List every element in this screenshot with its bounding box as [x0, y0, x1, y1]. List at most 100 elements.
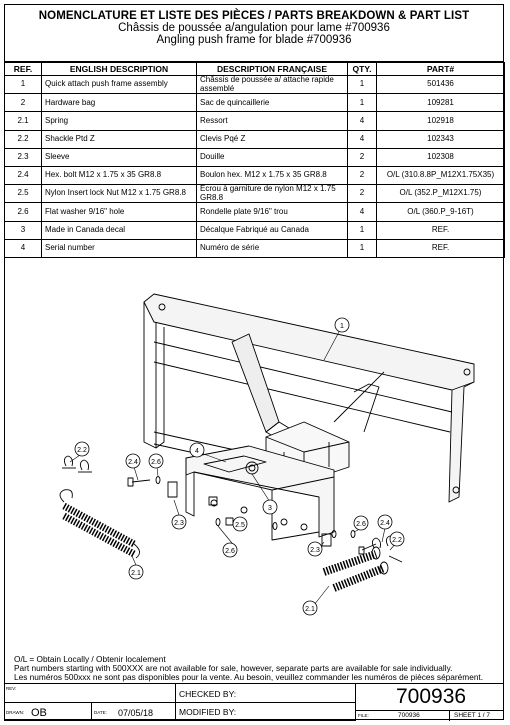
callout: 2.1: [302, 600, 318, 616]
row-qty: 4: [347, 129, 377, 149]
row-part: 102308: [376, 147, 505, 167]
drawn-value: OB: [31, 707, 47, 719]
row-qty: 1: [347, 238, 377, 258]
callout: 2.2: [74, 441, 90, 457]
row-qty: 2: [347, 147, 377, 167]
page-frame: [4, 4, 504, 720]
date-cell: DATE: 07/05/18: [92, 703, 176, 721]
table-row: 4 Serial number Numéro de série 1 REF.: [4, 238, 505, 258]
note-english: Part numbers starting with 500XXX are no…: [14, 662, 453, 673]
title-main: NOMENCLATURE ET LISTE DES PIÈCES / PARTS…: [38, 10, 470, 22]
row-english: Quick attach push frame assembly: [41, 74, 197, 95]
svg-text:2.2: 2.2: [77, 447, 87, 454]
svg-text:2.1: 2.1: [131, 570, 141, 577]
row-ref: 2.6: [4, 202, 42, 222]
parts-table: REF. ENGLISH DESCRIPTION DESCRIPTION FRA…: [4, 62, 505, 258]
row-english: Serial number: [41, 238, 197, 258]
row-qty: 2: [347, 184, 377, 204]
title-french: Châssis de poussée a/angulation pour lam…: [118, 22, 390, 34]
checked-label: CHECKED BY:: [179, 689, 237, 699]
row-ref: 1: [4, 74, 42, 95]
svg-text:1: 1: [340, 323, 344, 330]
rev-cell: REV:: [4, 684, 176, 703]
spring-right: [322, 546, 389, 592]
table-row: 2.1 Spring Ressort 4 102918: [4, 111, 505, 131]
callout: 2.6: [222, 542, 238, 558]
table-row: 2 Hardware bag Sac de quincaillerie 1 10…: [4, 93, 505, 113]
row-ref: 2: [4, 93, 42, 113]
row-qty: 4: [347, 111, 377, 131]
svg-text:2.5: 2.5: [235, 522, 245, 529]
drawing-number: 700936: [396, 685, 467, 708]
title-block: NOMENCLATURE ET LISTE DES PIÈCES / PARTS…: [4, 4, 504, 62]
drawn-label: DRAWN:: [6, 710, 25, 715]
modified-cell: MODIFIED BY:: [176, 703, 356, 721]
row-english: Made in Canada decal: [41, 220, 197, 240]
callout: 2.1: [128, 564, 144, 580]
callout: 2.5: [232, 516, 248, 532]
row-part: O/L (310.8.8P_M12X1.75X35): [376, 165, 505, 186]
title-footer: REV: DRAWN: OB DATE: 07/05/18 CHECKED BY…: [4, 683, 504, 721]
row-qty: 4: [347, 202, 377, 222]
svg-text:2.3: 2.3: [310, 547, 320, 554]
date-label: DATE:: [94, 710, 107, 715]
row-part: 501436: [376, 74, 505, 95]
callout: 2.4: [125, 453, 141, 469]
svg-text:2.4: 2.4: [128, 459, 138, 466]
row-english: Hex. bolt M12 x 1.75 x 35 GR8.8: [41, 165, 197, 186]
title-english: Angling push frame for blade #700936: [156, 34, 352, 46]
row-qty: 2: [347, 165, 377, 186]
callout: 2.6: [353, 515, 369, 531]
row-french: Clevis Pqé Z: [196, 129, 348, 149]
row-french: Sac de quincaillerie: [196, 93, 348, 113]
callouts: 1 4 2.2 2.4 2.6 3 2.3 2.5 2.6 2.6 2.4 2.…: [74, 317, 405, 616]
row-qty: 1: [347, 93, 377, 113]
checked-cell: CHECKED BY:: [176, 684, 356, 703]
callout: 2.2: [389, 531, 405, 547]
note-obtain-locally: O/L = Obtain Locally / Obtenir localemen…: [14, 654, 166, 664]
exploded-view-diagram: 1 4 2.2 2.4 2.6 3 2.3 2.5 2.6 2.6 2.4 2.…: [59, 293, 475, 616]
callout: 2.3: [307, 541, 323, 557]
row-ref: 2.5: [4, 184, 42, 204]
note-french: Les numéros 500xxx ne sont pas disponibl…: [14, 671, 484, 682]
callout: 2.3: [171, 514, 187, 530]
row-part: O/L (352.P_M12X1.75): [376, 184, 505, 204]
row-part: 102918: [376, 111, 505, 131]
row-part: 109281: [376, 93, 505, 113]
row-french: Boulon hex. M12 x 1.75 x 35 GR8.8: [196, 165, 348, 186]
sheet-number: SHEET 1 / 7: [454, 712, 491, 719]
callout: 2.4: [377, 514, 393, 530]
row-part: O/L (360.P_9-16T): [376, 202, 505, 222]
svg-text:3: 3: [268, 505, 272, 512]
mounting-bracket: [185, 445, 335, 541]
table-row: 3 Made in Canada decal Décalque Fabriqué…: [4, 220, 505, 240]
header-part: PART#: [376, 62, 505, 76]
callout: 3: [262, 499, 278, 515]
table-row: 2.3 Sleeve Douille 2 102308: [4, 147, 505, 167]
row-english: Hardware bag: [41, 93, 197, 113]
row-french: Décalque Fabriqué au Canada: [196, 220, 348, 240]
callout: 1: [334, 317, 350, 333]
header-french: DESCRIPTION FRANÇAISE: [196, 62, 348, 76]
file-label: FILE:: [358, 713, 369, 718]
row-english: Spring: [41, 111, 197, 131]
table-row: 2.5 Nylon Insert lock Nut M12 x 1.75 GR8…: [4, 184, 505, 204]
row-english: Flat washer 9/16" hole: [41, 202, 197, 222]
file-value: 700936: [398, 712, 420, 719]
svg-text:2.1: 2.1: [305, 606, 315, 613]
row-ref: 2.2: [4, 129, 42, 149]
row-french: Écrou à garniture de nylon M12 x 1.75 GR…: [196, 184, 348, 204]
row-ref: 3: [4, 220, 42, 240]
row-part: REF.: [376, 238, 505, 258]
row-english: Sleeve: [41, 147, 197, 167]
callout: 2.6: [148, 453, 164, 469]
modified-label: MODIFIED BY:: [179, 707, 237, 717]
row-ref: 4: [4, 238, 42, 258]
file-cell: FILE: 700936: [356, 711, 450, 721]
svg-text:2.2: 2.2: [392, 537, 402, 544]
svg-text:2.6: 2.6: [225, 548, 235, 555]
notes: O/L = Obtain Locally / Obtenir localemen…: [14, 655, 483, 681]
row-french: Rondelle plate 9/16" trou: [196, 202, 348, 222]
parts-table-header: REF. ENGLISH DESCRIPTION DESCRIPTION FRA…: [4, 62, 505, 76]
header-ref: REF.: [4, 62, 42, 76]
